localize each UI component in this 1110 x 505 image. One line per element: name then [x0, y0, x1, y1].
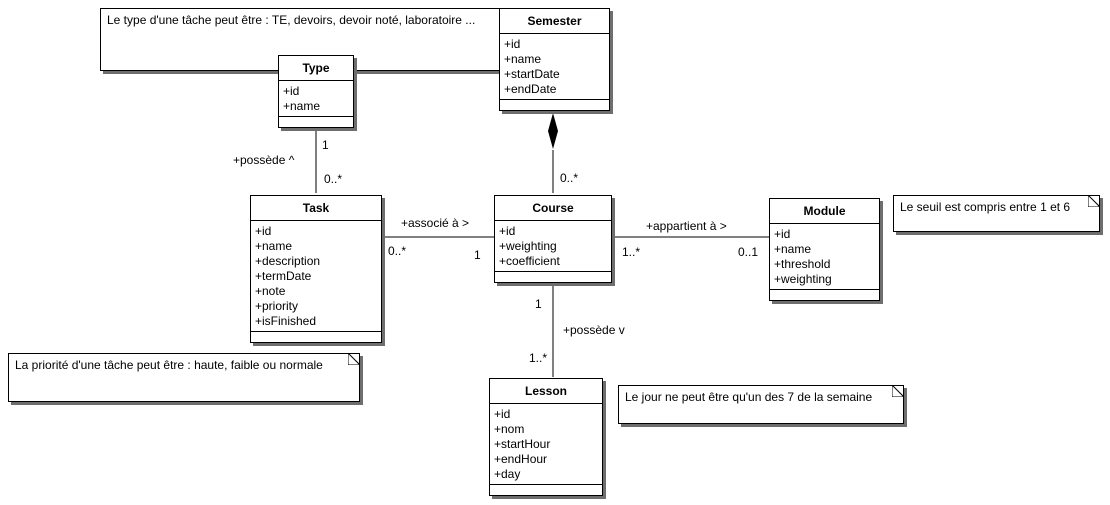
class-name: Task: [251, 196, 381, 221]
threshold-note: Le seuil est compris entre 1 et 6: [893, 195, 1100, 232]
attribute: +startHour: [494, 437, 551, 451]
day-note: Le jour ne peut être qu'un des 7 de la s…: [618, 385, 904, 424]
attribute: +description: [255, 254, 321, 268]
attribute-list: +id +name: [279, 81, 353, 117]
attribute: +isFinished: [255, 314, 317, 328]
association-label-course-lesson: +possède v: [563, 323, 625, 337]
day-note-text: Le jour ne peut être qu'un des 7 de la s…: [625, 390, 873, 404]
attribute: +endDate: [504, 82, 557, 96]
multiplicity-course-task: 1: [474, 248, 481, 262]
attribute: +id: [283, 84, 300, 98]
class-semester[interactable]: Semester +id +name +startDate +endDate: [499, 8, 610, 111]
note-fold-icon: [348, 354, 359, 365]
threshold-note-text: Le seuil est compris entre 1 et 6: [900, 200, 1071, 214]
attribute: +coefficient: [499, 254, 560, 268]
attribute-list: +id +nom +startHour +endHour +day: [490, 404, 602, 485]
class-name: Type: [279, 56, 353, 81]
attribute: +id: [774, 227, 791, 241]
attribute: +name: [283, 99, 321, 113]
multiplicity-type: 1: [322, 138, 329, 152]
attribute: +id: [499, 224, 516, 238]
class-module[interactable]: Module +id +name +threshold +weighting: [769, 198, 880, 301]
multiplicity-task-course: 0..*: [388, 244, 407, 258]
attribute: +id: [504, 37, 521, 51]
association-label-type-task: +possède ^: [233, 153, 295, 167]
operation-compartment: [251, 332, 381, 342]
note-fold-icon: [1088, 196, 1099, 207]
attribute-list: +id +name +threshold +weighting: [770, 224, 879, 290]
attribute: +id: [255, 224, 272, 238]
class-type[interactable]: Type +id +name: [278, 55, 354, 128]
multiplicity-lesson-course: 1..*: [529, 351, 548, 365]
class-name: Lesson: [490, 379, 602, 404]
attribute: +name: [504, 52, 542, 66]
association-label-task-course: +associé à >: [401, 216, 470, 230]
class-name: Module: [770, 199, 879, 224]
multiplicity-course-lesson: 1: [535, 297, 542, 311]
class-name: Semester: [500, 9, 609, 34]
note-fold-icon: [892, 386, 903, 397]
class-task[interactable]: Task +id +name +description +termDate +n…: [250, 195, 382, 343]
multiplicity-task-type: 0..*: [324, 172, 343, 186]
attribute-list: +id +name +startDate +endDate: [500, 34, 609, 100]
association-label-course-module: +appartient à >: [646, 219, 727, 233]
operation-compartment: [495, 272, 611, 282]
attribute: +day: [494, 467, 521, 481]
type-note-text: Le type d'une tâche peut être : TE, devo…: [107, 13, 476, 27]
multiplicity-course-semester: 0..*: [560, 171, 579, 185]
attribute: +nom: [494, 422, 525, 436]
attribute: +weighting: [774, 272, 832, 286]
multiplicity-course-module: 1..*: [622, 245, 641, 259]
class-course[interactable]: Course +id +weighting +coefficient: [494, 195, 612, 283]
class-lesson[interactable]: Lesson +id +nom +startHour +endHour +day: [489, 378, 603, 496]
attribute: +priority: [255, 299, 299, 313]
attribute: +endHour: [494, 452, 548, 466]
attribute-list: +id +weighting +coefficient: [495, 221, 611, 272]
attribute: +threshold: [774, 257, 831, 271]
attribute: +note: [255, 284, 286, 298]
attribute: +name: [774, 242, 812, 256]
class-name: Course: [495, 196, 611, 221]
attribute: +startDate: [504, 67, 560, 81]
operation-compartment: [279, 117, 353, 127]
composition-diamond: [548, 113, 558, 149]
attribute: +weighting: [499, 239, 557, 253]
operation-compartment: [490, 485, 602, 495]
priority-note: La priorité d'une tâche peut être : haut…: [8, 353, 360, 402]
operation-compartment: [500, 100, 609, 110]
attribute: +name: [255, 239, 293, 253]
priority-note-text: La priorité d'une tâche peut être : haut…: [15, 358, 323, 372]
attribute-list: +id +name +description +termDate +note +…: [251, 221, 381, 332]
multiplicity-module-course: 0..1: [738, 245, 759, 259]
operation-compartment: [770, 290, 879, 300]
attribute: +termDate: [255, 269, 312, 283]
attribute: +id: [494, 407, 511, 421]
